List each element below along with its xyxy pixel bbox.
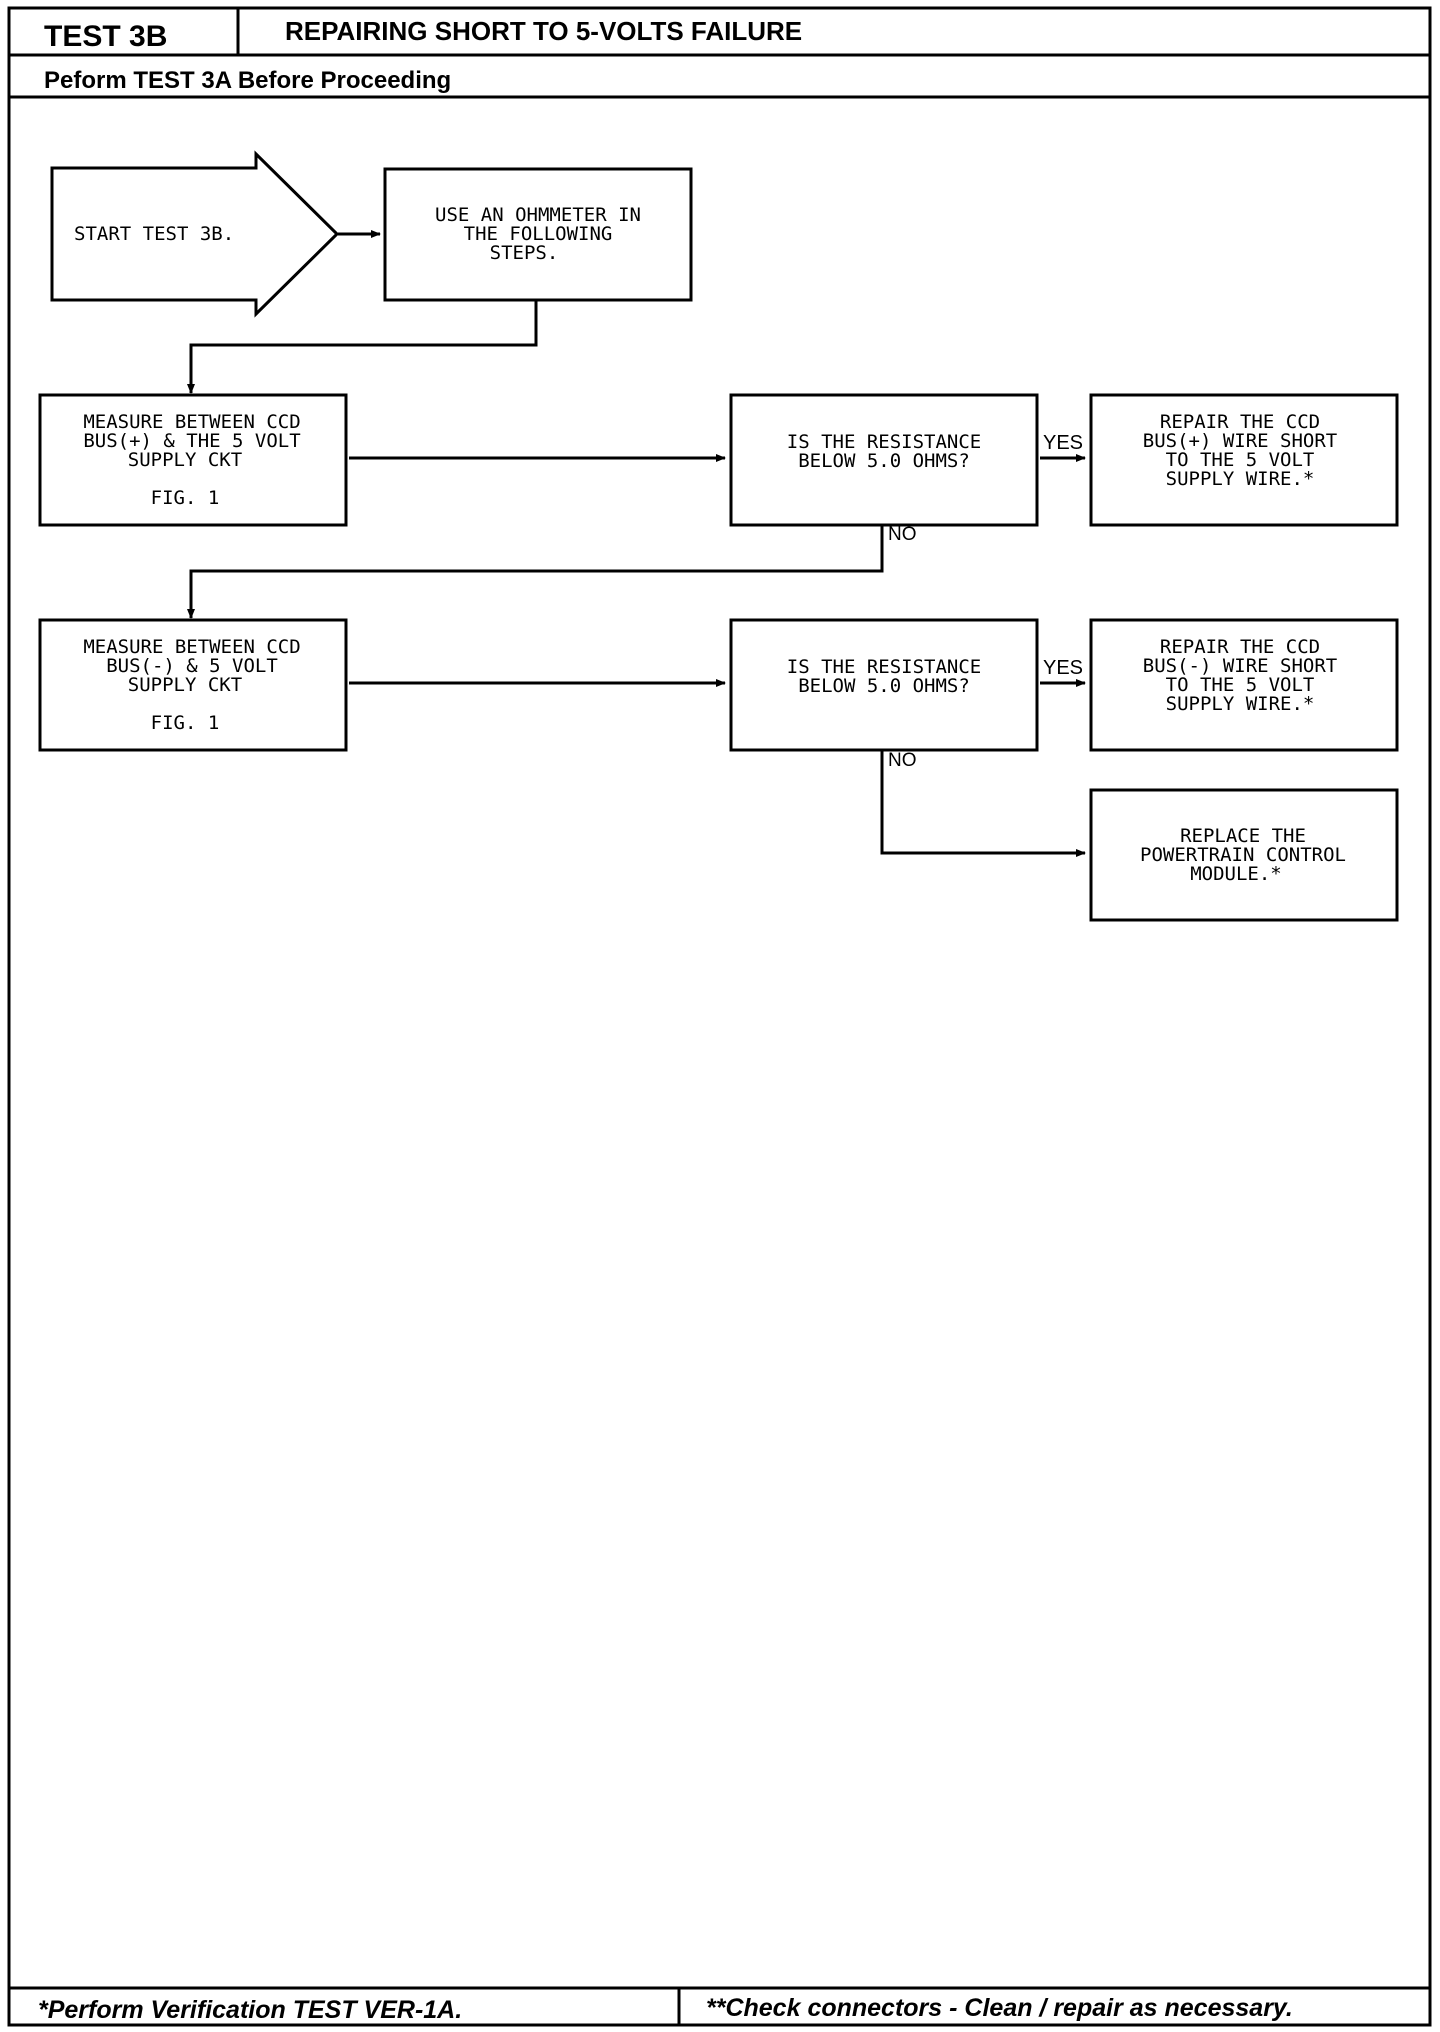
repair-minus-line-4: SUPPLY WIRE.* [1166, 693, 1315, 715]
prerequisite-note: Peform TEST 3A Before Proceeding [44, 67, 451, 94]
no-label-1: NO [888, 524, 917, 545]
ohmmeter-line-3: STEPS. [490, 242, 559, 264]
measure-minus-line-3: SUPPLY CKT [128, 674, 242, 696]
page-border [7, 6, 1432, 2027]
replace-pcm-line-1: REPLACE THE [1180, 825, 1306, 847]
measure-minus-line-1: MEASURE BETWEEN CCD [83, 636, 300, 658]
measure-plus-line-3: SUPPLY CKT [128, 449, 242, 471]
repair-plus-line-2: BUS(+) WIRE SHORT [1143, 430, 1337, 452]
test-id: TEST 3B [44, 20, 167, 53]
replace-pcm-line-3: MODULE.* [1190, 863, 1282, 885]
repair-plus-node: REPAIR THE CCD BUS(+) WIRE SHORT TO THE … [1089, 393, 1399, 527]
question-1-line-1: IS THE RESISTANCE [787, 431, 981, 453]
yes-label-2: YES [1043, 657, 1083, 679]
measure-plus-line-2: BUS(+) & THE 5 VOLT [83, 430, 300, 452]
question-2-line-2: BELOW 5.0 OHMS? [798, 675, 970, 697]
no-label-2: NO [888, 750, 917, 771]
start-node: START TEST 3B. [50, 150, 340, 318]
ohmmeter-node: USE AN OHMMETER IN THE FOLLOWING STEPS. [383, 167, 693, 302]
question-2-node: IS THE RESISTANCE BELOW 5.0 OHMS? [729, 618, 1039, 752]
question-1-node: IS THE RESISTANCE BELOW 5.0 OHMS? [729, 393, 1039, 527]
arrow-ohmmeter-to-measure-plus [187, 300, 538, 394]
measure-minus-fig: FIG. 1 [151, 712, 220, 734]
measure-plus-line-1: MEASURE BETWEEN CCD [83, 411, 300, 433]
footer-connectors-note: **Check connectors - Clean / repair as n… [706, 1994, 1293, 2022]
measure-minus-line-2: BUS(-) & 5 VOLT [106, 655, 278, 677]
replace-pcm-line-2: POWERTRAIN CONTROL [1140, 844, 1346, 866]
repair-minus-line-2: BUS(-) WIRE SHORT [1143, 655, 1337, 677]
measure-minus-node: MEASURE BETWEEN CCD BUS(-) & 5 VOLT SUPP… [38, 618, 348, 752]
repair-plus-line-4: SUPPLY WIRE.* [1166, 468, 1315, 490]
measure-plus-fig: FIG. 1 [151, 487, 220, 509]
arrow-question-1-no [187, 525, 884, 619]
repair-plus-line-1: REPAIR THE CCD [1160, 411, 1320, 433]
question-2-line-1: IS THE RESISTANCE [787, 656, 981, 678]
replace-pcm-node: REPLACE THE POWERTRAIN CONTROL MODULE.* [1089, 788, 1399, 922]
page-title: REPAIRING SHORT TO 5-VOLTS FAILURE [285, 16, 802, 46]
ohmmeter-line-2: THE FOLLOWING [464, 223, 613, 245]
header: TEST 3B REPAIRING SHORT TO 5-VOLTS FAILU… [9, 8, 1430, 99]
repair-minus-node: REPAIR THE CCD BUS(-) WIRE SHORT TO THE … [1089, 618, 1399, 752]
repair-plus-line-3: TO THE 5 VOLT [1166, 449, 1315, 471]
start-text: START TEST 3B. [74, 223, 234, 245]
question-1-line-2: BELOW 5.0 OHMS? [798, 450, 970, 472]
measure-plus-node: MEASURE BETWEEN CCD BUS(+) & THE 5 VOLT … [38, 393, 348, 527]
ohmmeter-line-1: USE AN OHMMETER IN [435, 204, 641, 226]
yes-label-1: YES [1043, 432, 1083, 454]
repair-minus-line-1: REPAIR THE CCD [1160, 636, 1320, 658]
footer-verification-note: *Perform Verification TEST VER-1A. [38, 1996, 462, 2024]
arrow-question-2-no [880, 750, 1086, 857]
footer: *Perform Verification TEST VER-1A. **Che… [9, 1986, 1430, 2025]
flow-connectors [187, 230, 1086, 857]
repair-minus-line-3: TO THE 5 VOLT [1166, 674, 1315, 696]
